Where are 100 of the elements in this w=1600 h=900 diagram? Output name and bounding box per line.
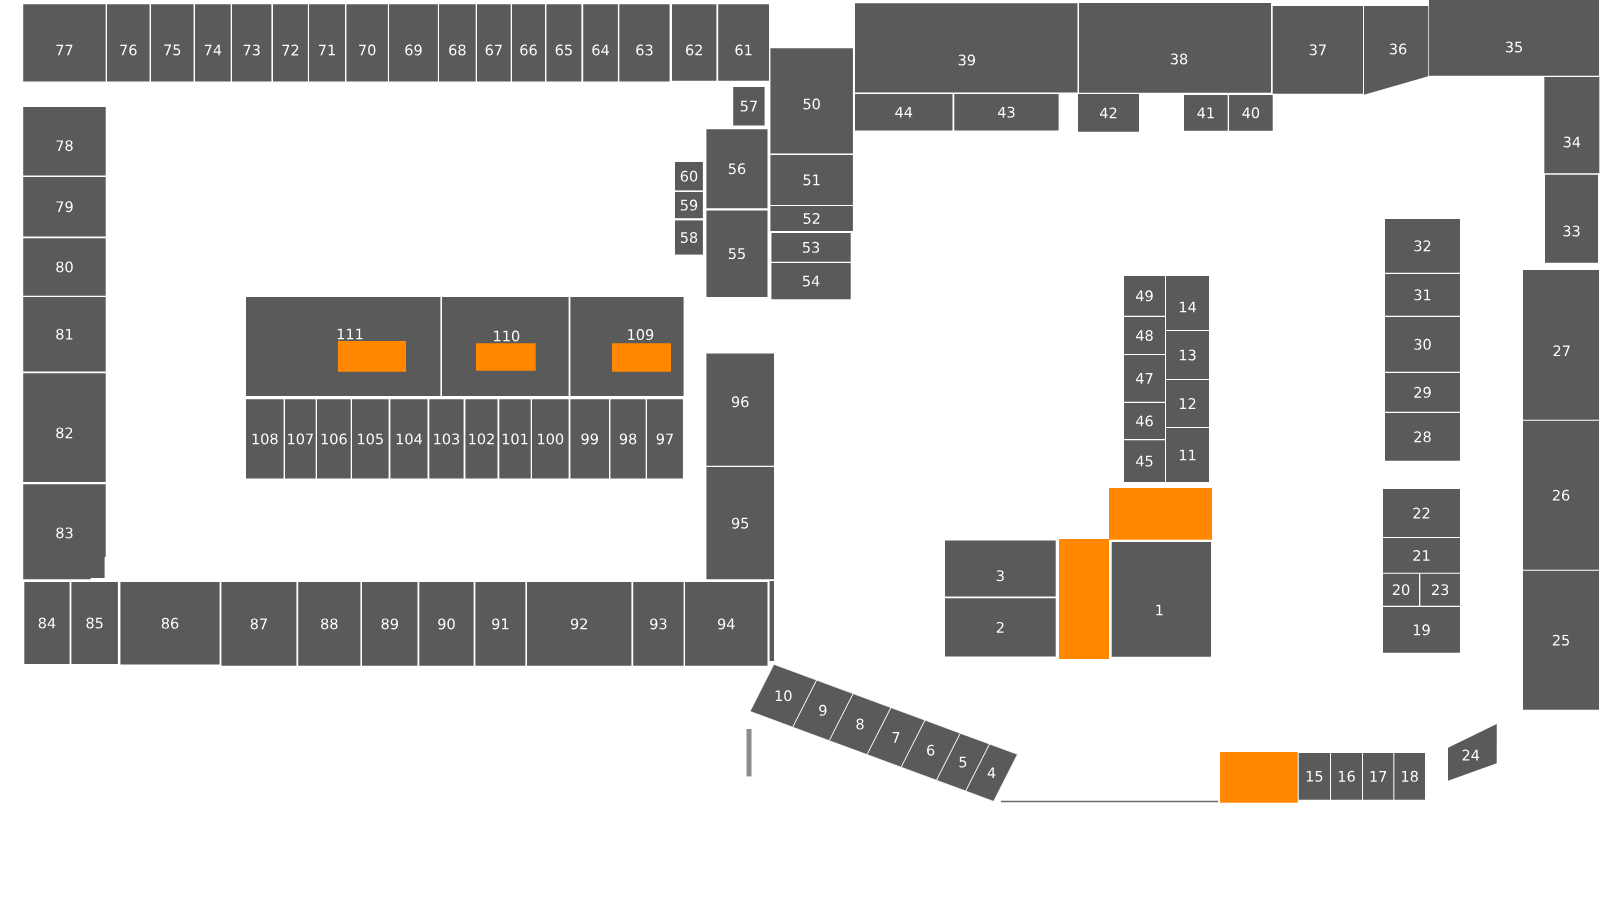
booth-box: 66 bbox=[512, 4, 545, 82]
booth-box: 69 bbox=[389, 4, 438, 82]
booth-box: 25 bbox=[1523, 570, 1599, 710]
booth-box: 9 bbox=[792, 679, 854, 742]
booth-box: 30 bbox=[1385, 317, 1460, 372]
node-label: 88 bbox=[321, 618, 338, 630]
node-label: 11 bbox=[1179, 449, 1196, 461]
node-label: 40 bbox=[1242, 107, 1260, 119]
node-label: 38 bbox=[1170, 53, 1188, 65]
booth-box: 2 bbox=[945, 598, 1056, 657]
booth-box: 84 bbox=[24, 582, 70, 664]
node-label: 79 bbox=[56, 201, 73, 213]
booth-box: 57 bbox=[733, 87, 765, 126]
node-label: 106 bbox=[321, 433, 347, 445]
node-label: 107 bbox=[288, 433, 313, 445]
booth-box: 76 bbox=[107, 4, 150, 82]
booth-box: 56 bbox=[706, 129, 768, 209]
booth-box: 20 bbox=[1383, 573, 1419, 606]
node-label: 16 bbox=[1338, 770, 1355, 782]
booth-box: 32 bbox=[1385, 219, 1460, 273]
booth-box: 13 bbox=[1166, 331, 1209, 379]
node-label: 101 bbox=[502, 433, 528, 445]
booth-box: 15 bbox=[1298, 753, 1330, 800]
booth-box: 47 bbox=[1124, 355, 1165, 402]
area-box bbox=[1109, 488, 1212, 540]
node-label: 44 bbox=[895, 106, 913, 118]
booth-box: 95 bbox=[706, 467, 774, 580]
booth-box: 18 bbox=[1394, 753, 1425, 800]
booth-box: 26 bbox=[1523, 420, 1599, 570]
node-label: 108 bbox=[252, 433, 278, 445]
booth-box: 11 bbox=[1166, 428, 1209, 482]
booth-box: 53 bbox=[771, 232, 851, 262]
booth-box: 45 bbox=[1124, 440, 1165, 482]
booth-box: 72 bbox=[273, 4, 308, 82]
booth-box: 79 bbox=[23, 177, 106, 237]
booth-box: 65 bbox=[546, 4, 582, 82]
booth-box: 22 bbox=[1383, 489, 1460, 537]
node-label: 28 bbox=[1414, 431, 1431, 443]
node-label: 23 bbox=[1432, 584, 1449, 596]
booth-box: 42 bbox=[1078, 94, 1139, 132]
booth-box: 93 bbox=[633, 582, 684, 666]
booth-box: 3 bbox=[945, 540, 1056, 597]
booth-box: 29 bbox=[1385, 373, 1460, 412]
booth-box: 74 bbox=[195, 4, 231, 82]
node-label: 110 bbox=[494, 330, 520, 342]
node-label: 76 bbox=[120, 44, 137, 56]
node-label: 66 bbox=[520, 44, 537, 56]
node-label: 20 bbox=[1392, 584, 1410, 596]
node-label: 91 bbox=[492, 618, 509, 630]
node-label: 45 bbox=[1136, 455, 1153, 467]
booth-box: 107 bbox=[285, 399, 316, 479]
node-label: 3 bbox=[996, 570, 1004, 582]
node-label: 80 bbox=[56, 261, 73, 273]
booth-box: 89 bbox=[362, 582, 418, 666]
node-label: 90 bbox=[438, 618, 455, 630]
booth-box: 82 bbox=[23, 373, 106, 483]
node-label: 25 bbox=[1552, 634, 1569, 646]
booth-box: 73 bbox=[232, 4, 272, 82]
node-label: 15 bbox=[1306, 770, 1323, 782]
node-label: 87 bbox=[250, 618, 267, 630]
node-label: 78 bbox=[56, 140, 73, 152]
node-label: 22 bbox=[1413, 507, 1430, 519]
node-label: 55 bbox=[728, 248, 745, 260]
booth-box: 64 bbox=[583, 4, 618, 82]
booth-box: 52 bbox=[770, 206, 853, 231]
node-label: 72 bbox=[282, 44, 299, 56]
booth-box: 43 bbox=[954, 94, 1059, 131]
node-label: 105 bbox=[358, 433, 383, 445]
node-label: 93 bbox=[650, 618, 667, 630]
node-label: 51 bbox=[803, 174, 820, 186]
booth-box: 108 bbox=[246, 399, 284, 479]
node-label: 36 bbox=[1389, 43, 1407, 55]
node-label: 65 bbox=[555, 44, 572, 56]
node-label: 13 bbox=[1179, 349, 1196, 361]
node-label: 12 bbox=[1179, 398, 1196, 409]
node-label: 109 bbox=[628, 329, 654, 341]
area-box bbox=[612, 343, 671, 372]
node-label: 17 bbox=[1370, 771, 1387, 782]
node-label: 50 bbox=[803, 98, 820, 110]
node-label: 83 bbox=[56, 527, 73, 539]
booth-box: 40 bbox=[1229, 95, 1273, 131]
node-label: 43 bbox=[997, 106, 1015, 118]
node-label: 32 bbox=[1414, 240, 1431, 252]
node-label: 60 bbox=[680, 170, 698, 182]
node-label: 47 bbox=[1136, 373, 1153, 384]
booth-box: 67 bbox=[477, 4, 511, 82]
node-label: 63 bbox=[636, 44, 653, 56]
booth-box: 106 bbox=[317, 399, 351, 479]
area-box bbox=[1059, 539, 1109, 659]
booth-box: 49 bbox=[1124, 276, 1165, 316]
booth-box: 60 bbox=[675, 162, 703, 191]
node-label: 35 bbox=[1505, 41, 1522, 53]
booth-box: 31 bbox=[1385, 274, 1460, 316]
booth-box: 36 bbox=[1364, 6, 1429, 95]
booth-box: 78 bbox=[23, 107, 106, 176]
booth-box: 90 bbox=[419, 582, 474, 666]
booth-box: 70 bbox=[346, 4, 388, 82]
node-label: 59 bbox=[680, 199, 698, 211]
booth-box: 87 bbox=[221, 582, 297, 666]
node-label: 56 bbox=[728, 163, 746, 175]
